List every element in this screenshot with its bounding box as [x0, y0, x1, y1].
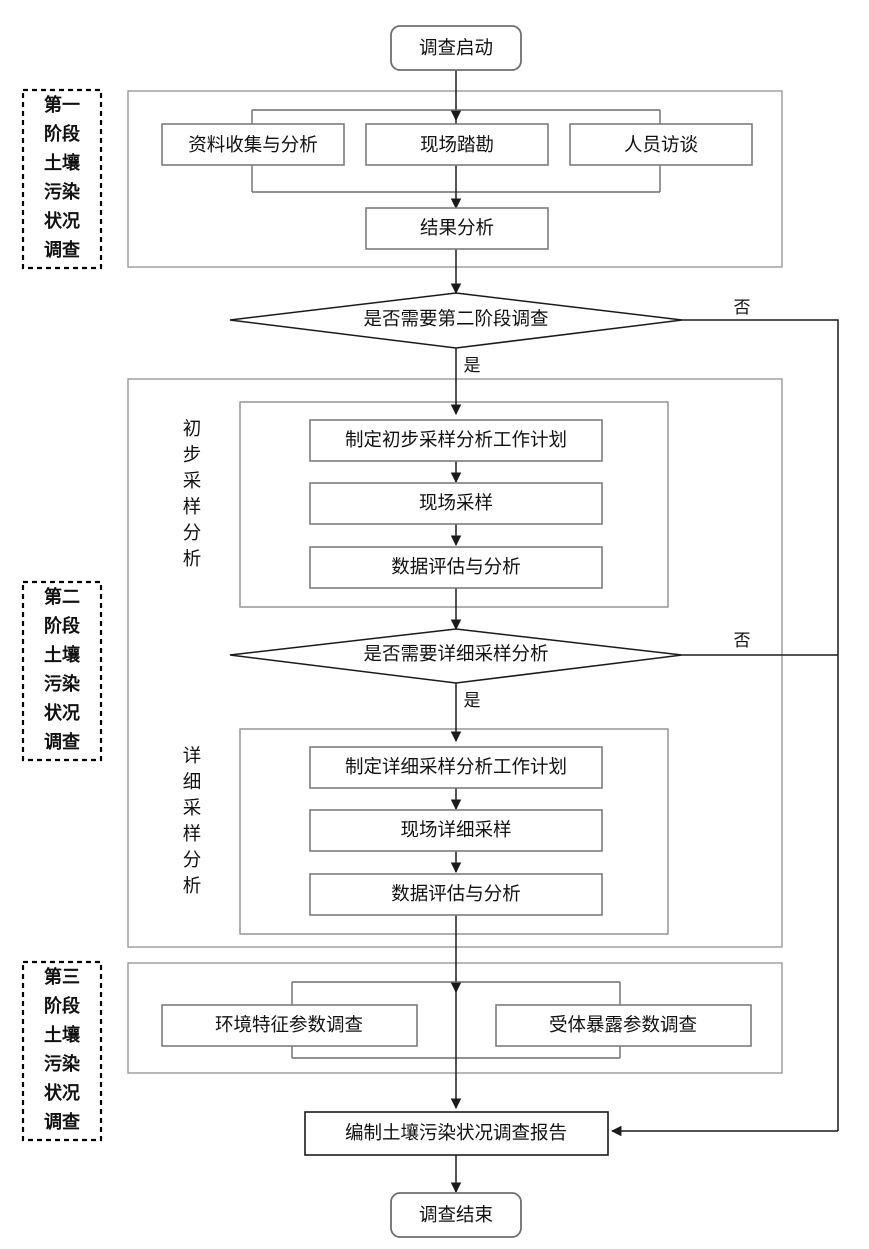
svg-text:步: 步 [183, 445, 202, 466]
node-stage1-data-collection[interactable]: 资料收集与分析 [161, 123, 345, 166]
node-decision-need-stage2-label: 是否需要第二阶段调查 [363, 309, 548, 330]
node-prelim-plan[interactable]: 制定初步采样分析工作计划 [309, 419, 603, 462]
svg-text:状况: 状况 [44, 702, 80, 724]
svg-text:状况: 状况 [44, 1082, 80, 1104]
node-decision-need-detailed[interactable]: 是否需要详细采样分析 [229, 628, 683, 684]
node-receptor-parameters[interactable]: 受体暴露参数调查 [495, 1004, 752, 1047]
node-start[interactable]: 调查启动 [390, 25, 522, 71]
stage-tag-3-box [21, 960, 103, 1142]
svg-text:初: 初 [183, 419, 202, 440]
svg-text:阶段: 阶段 [44, 615, 81, 637]
svg-text:析: 析 [183, 549, 202, 570]
svg-text:污染: 污染 [44, 674, 81, 695]
svg-text:调查: 调查 [44, 1111, 80, 1133]
detailed-group-label: 详 细 采 样 分 析 [183, 746, 202, 897]
svg-text:阶段: 阶段 [44, 995, 81, 1017]
node-detail-evaluation-label: 数据评估与分析 [391, 884, 521, 905]
node-detail-plan-label: 制定详细采样分析工作计划 [345, 757, 567, 778]
node-stage1-interview[interactable]: 人员访谈 [569, 123, 753, 166]
node-env-parameters[interactable]: 环境特征参数调查 [161, 1004, 418, 1047]
edge-label-decision1-no: 否 [734, 298, 751, 318]
svg-text:调查: 调查 [44, 239, 80, 261]
svg-text:土壤: 土壤 [44, 152, 81, 174]
svg-text:分: 分 [183, 523, 202, 544]
node-decision-need-detailed-label: 是否需要详细采样分析 [363, 644, 548, 665]
node-stage1-site-survey[interactable]: 现场踏勘 [365, 123, 549, 166]
node-env-parameters-label: 环境特征参数调查 [215, 1015, 363, 1036]
preliminary-group-label: 初 步 采 样 分 析 [183, 419, 202, 570]
svg-text:第三: 第三 [44, 966, 80, 988]
stage-tag-3-label: 第三 阶段 土壤 污染 状况 调查 [44, 966, 81, 1133]
stage-tag-1-label: 第一 阶段 土壤 污染 状况 调查 [44, 94, 81, 261]
node-prelim-evaluation-label: 数据评估与分析 [391, 557, 521, 578]
edge-decision1-no [682, 319, 839, 1131]
node-stage1-data-collection-label: 资料收集与分析 [188, 135, 318, 156]
svg-text:阶段: 阶段 [44, 123, 81, 145]
svg-text:第一: 第一 [44, 94, 80, 116]
node-prelim-sampling-label: 现场采样 [419, 493, 493, 514]
node-report[interactable]: 编制土壤污染状况调查报告 [304, 1111, 609, 1156]
edge-label-decision2-no: 否 [734, 631, 751, 651]
node-detail-sampling[interactable]: 现场详细采样 [309, 809, 603, 852]
node-detail-evaluation[interactable]: 数据评估与分析 [309, 873, 603, 916]
edge-label-decision2-yes: 是 [464, 691, 481, 711]
node-end[interactable]: 调查结束 [390, 1192, 522, 1238]
svg-text:析: 析 [183, 876, 202, 897]
node-detail-plan[interactable]: 制定详细采样分析工作计划 [309, 746, 603, 789]
svg-text:土壤: 土壤 [44, 644, 81, 666]
svg-text:采: 采 [183, 798, 202, 819]
svg-text:样: 样 [183, 824, 202, 845]
node-prelim-sampling[interactable]: 现场采样 [309, 482, 603, 525]
svg-text:状况: 状况 [44, 210, 80, 232]
node-receptor-parameters-label: 受体暴露参数调查 [549, 1015, 697, 1036]
stage-tag-1-box [21, 88, 103, 270]
stage-tag-2-box [21, 580, 103, 762]
svg-text:土壤: 土壤 [44, 1024, 81, 1046]
node-stage1-result-label: 结果分析 [420, 218, 494, 239]
edge-label-decision1-yes: 是 [464, 356, 481, 376]
node-detail-sampling-label: 现场详细采样 [400, 820, 511, 841]
node-decision-need-stage2[interactable]: 是否需要第二阶段调查 [229, 292, 683, 349]
node-stage1-interview-label: 人员访谈 [624, 135, 698, 156]
svg-text:分: 分 [183, 850, 202, 871]
node-start-label: 调查启动 [419, 38, 493, 59]
node-stage1-site-survey-label: 现场踏勘 [420, 135, 494, 156]
svg-text:污染: 污染 [44, 1054, 81, 1075]
svg-text:详: 详 [183, 746, 202, 767]
node-prelim-plan-label: 制定初步采样分析工作计划 [345, 430, 567, 451]
node-stage1-result[interactable]: 结果分析 [365, 207, 549, 250]
node-end-label: 调查结束 [419, 1205, 493, 1226]
svg-text:第二: 第二 [44, 586, 80, 608]
node-prelim-evaluation[interactable]: 数据评估与分析 [309, 546, 603, 589]
stage-tag-2-label: 第二 阶段 土壤 污染 状况 调查 [44, 586, 81, 753]
svg-text:调查: 调查 [44, 731, 80, 753]
node-report-label: 编制土壤污染状况调查报告 [345, 1123, 567, 1144]
svg-text:细: 细 [183, 772, 202, 793]
svg-text:采: 采 [183, 471, 202, 492]
svg-text:污染: 污染 [44, 182, 81, 203]
svg-text:样: 样 [183, 497, 202, 518]
